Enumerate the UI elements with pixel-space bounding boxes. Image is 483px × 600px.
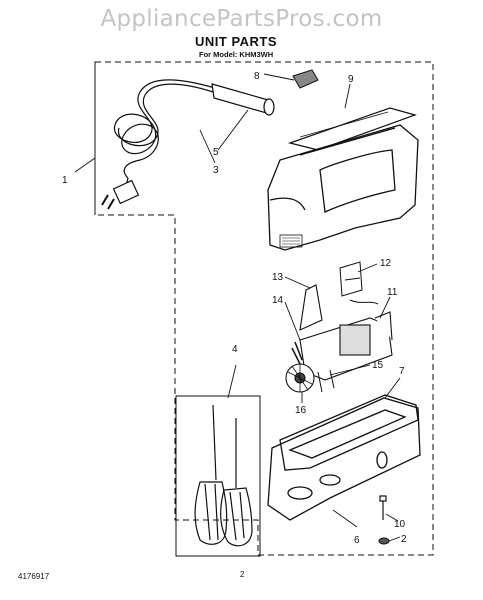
callout-5: 5 [213,147,219,158]
callout-14: 14 [272,295,284,306]
callout-4: 4 [232,344,238,355]
callout-labels: 1 2 3 4 5 6 7 8 9 10 11 12 13 14 15 16 [62,71,407,546]
cord-sleeve [211,83,275,116]
callout-16: 16 [295,405,307,416]
callout-6: 6 [354,535,360,546]
callout-12: 12 [380,258,392,269]
bracket [299,284,323,331]
callout-1: 1 [62,175,68,186]
rubber-foot [378,537,390,545]
switch-board [339,261,379,305]
base-housing [267,394,421,521]
beater-box [175,395,261,557]
dashed-border [94,61,434,556]
doc-number: 4176917 [18,572,50,581]
page-title: UNIT PARTS [195,34,278,49]
callout-11: 11 [387,287,398,298]
page-number: 2 [240,570,245,579]
callout-7: 7 [399,366,405,377]
upper-housing [267,124,419,251]
beaters [194,404,253,547]
motor-assembly [285,311,393,393]
switch-button [292,69,319,89]
leader-lines [74,73,401,542]
model-line: For Model: KHM3WH [199,50,274,59]
screw [379,495,387,520]
callout-15: 15 [372,360,384,371]
callout-9: 9 [348,74,354,85]
callout-10: 10 [394,519,406,530]
watermark: AppliancePartsPros.com [100,6,383,32]
plug [101,179,140,210]
callout-2: 2 [401,534,407,545]
callout-8: 8 [254,71,260,82]
power-cord [113,79,216,191]
callout-13: 13 [272,272,284,283]
callout-3: 3 [213,165,219,176]
nameplate [287,107,417,151]
